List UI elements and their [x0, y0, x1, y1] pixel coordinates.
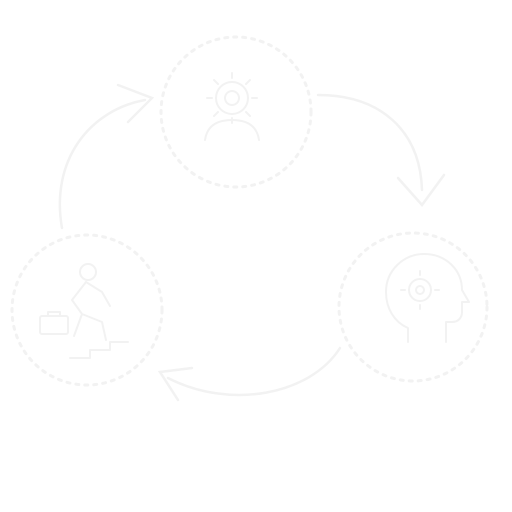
top-node-circle — [159, 35, 313, 189]
head-gear-icon — [385, 253, 470, 343]
arrow-right-to-left — [157, 346, 342, 402]
arrow-left-to-top — [58, 83, 155, 230]
gear-person-icon — [204, 72, 260, 141]
left-node-circle — [10, 233, 164, 387]
arrow-top-to-right — [316, 93, 446, 207]
right-node-circle — [337, 231, 489, 383]
person-running-briefcase-icon — [39, 263, 129, 359]
